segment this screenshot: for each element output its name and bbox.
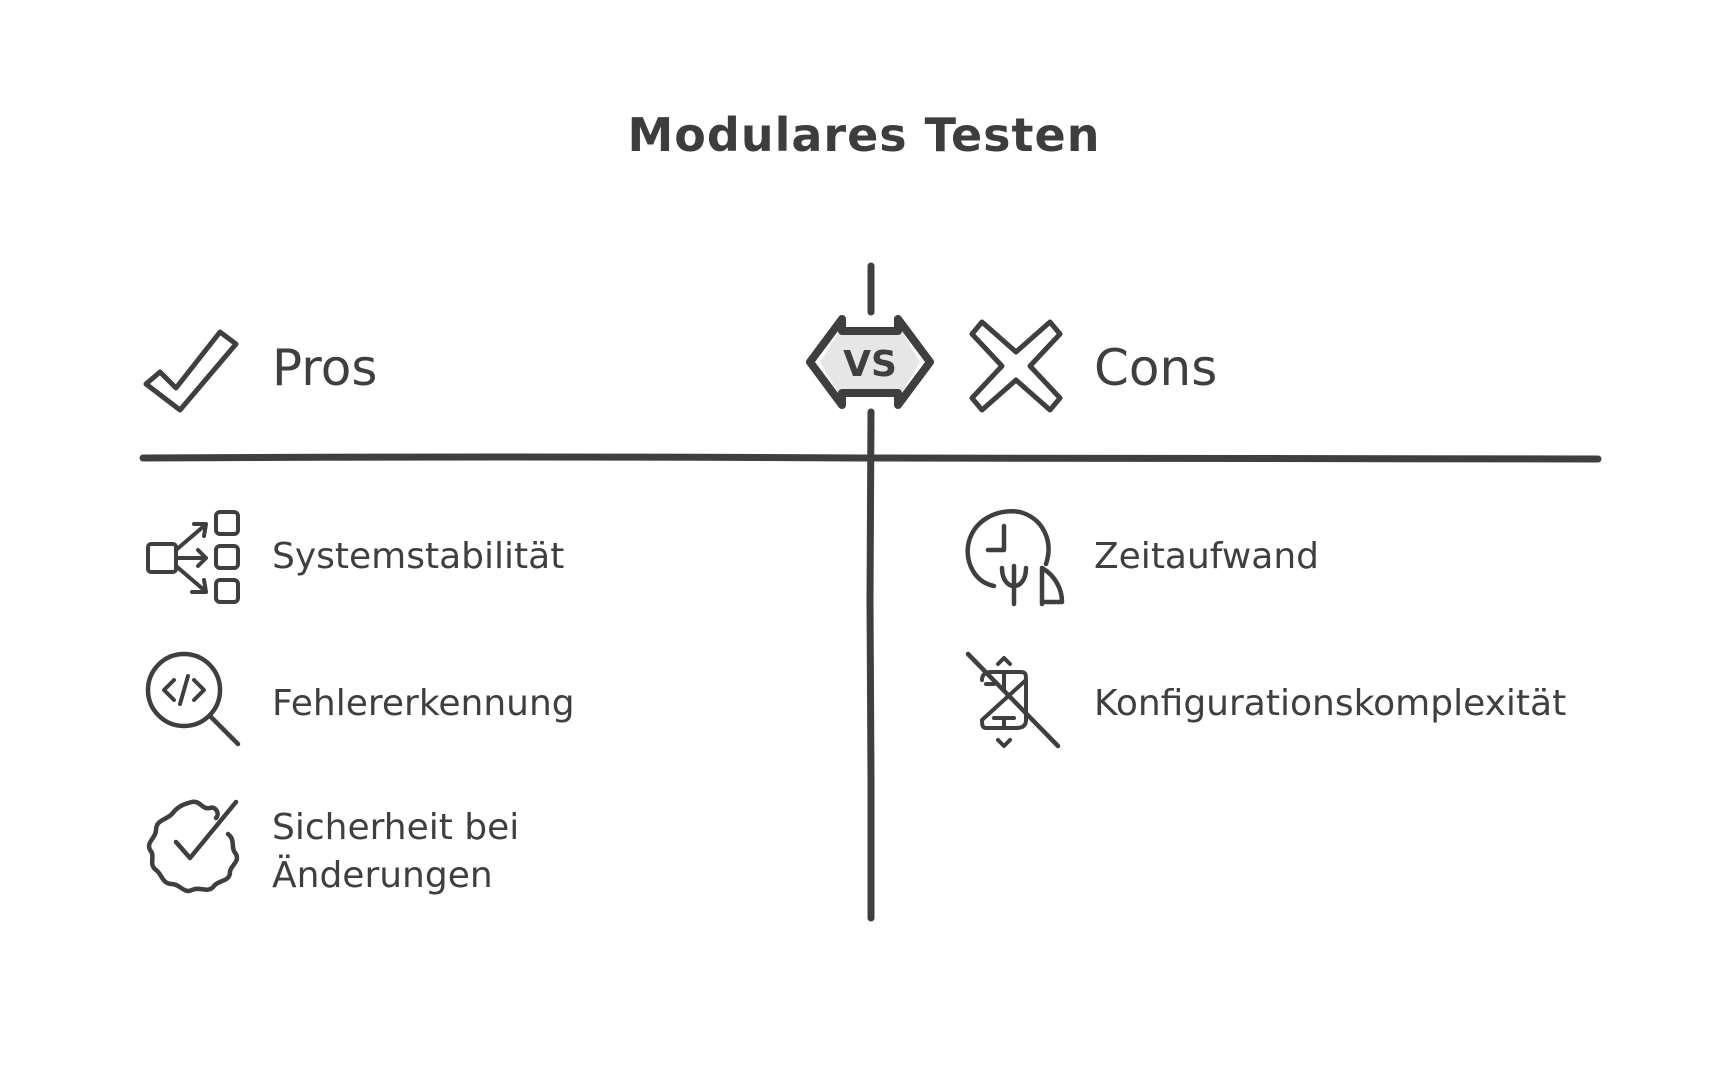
vs-badge: VS	[806, 315, 934, 409]
pros-item-fehlererkennung: Fehlererkennung	[272, 683, 575, 724]
settings-off-icon	[965, 651, 1061, 749]
cons-item-konfigurationskomplexitaet: Konfigurationskomplexität	[1094, 683, 1567, 724]
pros-heading: Pros	[272, 339, 378, 397]
pros-item-sicherheit-line1: Sicherheit bei	[272, 807, 520, 848]
module-branching-icon	[146, 510, 240, 604]
pros-item-sicherheit-line2: Änderungen	[272, 855, 493, 896]
page-title: Modulares Testen	[627, 108, 1101, 162]
clock-fork-icon	[965, 509, 1065, 607]
badge-check-icon	[146, 799, 240, 894]
pros-item-systemstabilitaet: Systemstabilität	[272, 536, 565, 577]
cons-item-zeitaufwand: Zeitaufwand	[1094, 536, 1320, 577]
x-icon	[969, 319, 1063, 413]
code-search-icon	[145, 651, 241, 747]
check-icon	[143, 329, 239, 413]
cons-heading: Cons	[1094, 339, 1218, 397]
vs-label: VS	[843, 344, 897, 385]
